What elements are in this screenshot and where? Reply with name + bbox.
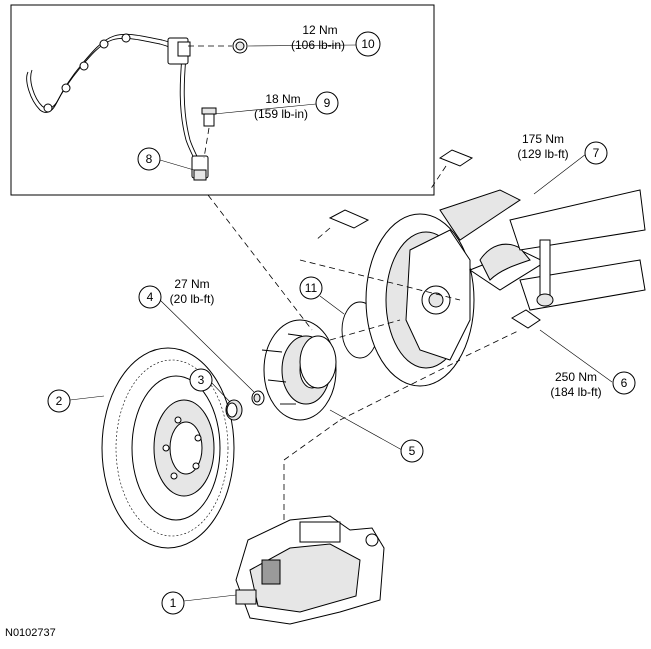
callout-10: 10: [355, 31, 381, 57]
svg-text:(159 lb-in): (159 lb-in): [254, 107, 308, 121]
callout-7: 7: [584, 141, 608, 165]
svg-text:11: 11: [305, 281, 318, 295]
hub-cap: [225, 399, 243, 421]
brake-rotor: [101, 347, 235, 549]
svg-text:10: 10: [361, 37, 375, 51]
hub-bearing: [261, 319, 337, 421]
knuckle-dust-shield: [365, 213, 475, 387]
callout-11: 11: [299, 276, 323, 300]
torque-label-7: 175 Nm (129 lb-ft): [517, 132, 568, 161]
svg-text:1: 1: [170, 596, 177, 610]
svg-text:(20 lb-ft): (20 lb-ft): [170, 292, 215, 306]
callout-1: 1: [161, 591, 185, 615]
callout-4: 4: [138, 285, 162, 309]
sensor-bolt-10: [232, 38, 248, 54]
svg-text:(184 lb-ft): (184 lb-ft): [550, 385, 601, 399]
callout-2: 2: [47, 389, 71, 413]
torque-label-9: 18 Nm (159 lb-in): [254, 92, 308, 121]
wheel-speed-sensor-harness: [26, 33, 209, 181]
brake-caliper: [235, 515, 385, 625]
torque-label-6: 250 Nm (184 lb-ft): [550, 370, 601, 399]
svg-text:(129 lb-ft): (129 lb-ft): [517, 147, 568, 161]
hub-nut: [251, 390, 265, 406]
knuckle-lower-bolt: [511, 309, 541, 329]
svg-text:8: 8: [146, 152, 153, 166]
sensor-bolt-9: [201, 107, 217, 127]
svg-text:6: 6: [621, 376, 628, 390]
torque-label-4: 27 Nm (20 lb-ft): [170, 277, 215, 306]
callout-9: 9: [315, 91, 339, 115]
svg-text:3: 3: [198, 373, 205, 387]
svg-text:250 Nm: 250 Nm: [555, 370, 597, 384]
callout-6: 6: [612, 371, 636, 395]
svg-text:18 Nm: 18 Nm: [265, 92, 300, 106]
svg-text:9: 9: [324, 96, 331, 110]
svg-text:175 Nm: 175 Nm: [522, 132, 564, 146]
callout-8: 8: [137, 147, 161, 171]
svg-text:12 Nm: 12 Nm: [302, 23, 337, 37]
svg-text:7: 7: [593, 146, 600, 160]
torque-label-10: 12 Nm (106 lb-in): [291, 23, 345, 52]
svg-text:2: 2: [56, 394, 63, 408]
callout-5: 5: [400, 439, 424, 463]
figure-reference-code: N0102737: [5, 627, 56, 639]
callout-3: 3: [189, 368, 213, 392]
knuckle-upper-bolt: [429, 149, 474, 191]
knuckle-mid-bolt: [315, 209, 370, 241]
axle-and-suspension: [439, 189, 646, 311]
svg-text:5: 5: [409, 444, 416, 458]
svg-text:(106 lb-in): (106 lb-in): [291, 38, 345, 52]
svg-text:27 Nm: 27 Nm: [174, 277, 209, 291]
svg-text:4: 4: [147, 290, 154, 304]
